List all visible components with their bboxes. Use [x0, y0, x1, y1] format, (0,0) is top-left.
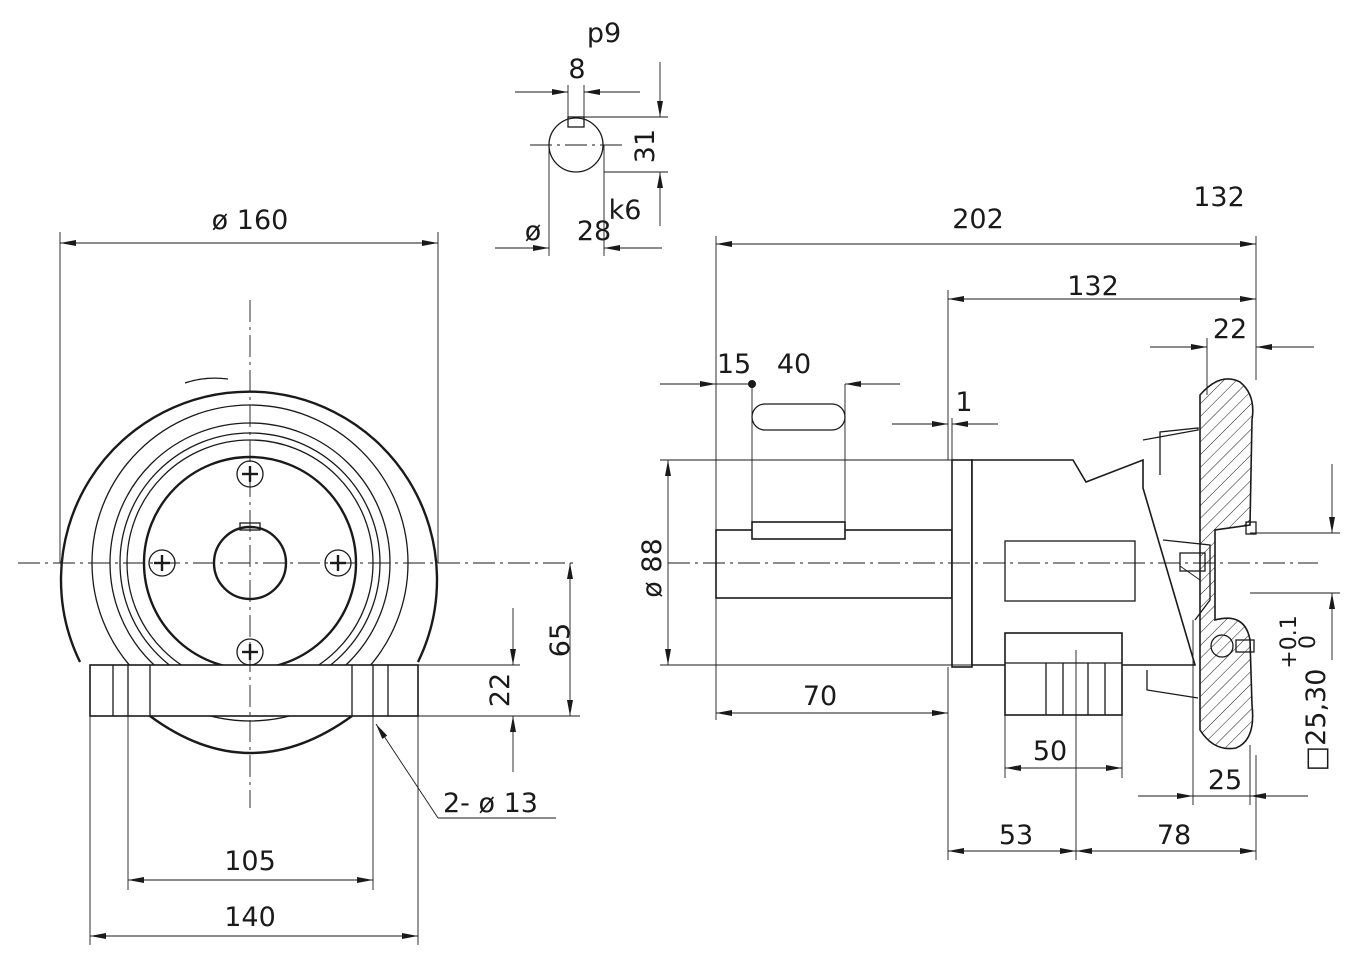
dim-105: 105 — [224, 846, 276, 877]
key-tolerance: p9 — [587, 18, 621, 49]
dim-40: 40 — [777, 349, 811, 380]
dim-25: 25 — [1208, 765, 1242, 796]
dim-15: 15 — [717, 349, 751, 380]
base-plate — [89, 664, 419, 717]
key-slot — [751, 403, 846, 431]
square-note: □25,30 — [1301, 669, 1332, 772]
dim-202: 202 — [952, 204, 1004, 235]
dim-top-right-132: 132 — [1193, 182, 1245, 213]
side-view: 132 202 132 22 15 40 1 ø 88 70 — [637, 182, 1340, 860]
key-width: 8 — [568, 54, 585, 85]
dim-origin-dot — [748, 380, 756, 388]
tol-upper: +0.1 — [1277, 615, 1302, 668]
dim-22-wheel: 22 — [1213, 314, 1247, 345]
dim-70: 70 — [803, 681, 837, 712]
handle-pin — [1210, 634, 1234, 658]
tol-lower: 0 — [1296, 635, 1321, 649]
dim-53: 53 — [999, 820, 1033, 851]
shaft-dia-symbol: ø — [525, 216, 542, 247]
housing-outline — [59, 390, 439, 663]
front-view: ø 160 65 22 2- ø 13 105 140 — [18, 205, 580, 945]
dim-22: 22 — [485, 673, 516, 707]
dim-140: 140 — [224, 902, 276, 933]
key-height: 31 — [630, 129, 661, 163]
dim-50: 50 — [1033, 736, 1067, 767]
dim-132: 132 — [1067, 271, 1119, 302]
shaft-key — [751, 521, 846, 540]
output-shaft — [715, 529, 953, 599]
dim-78: 78 — [1157, 820, 1191, 851]
shaft-detail: p9 8 31 ø 28 k6 — [495, 18, 668, 256]
shaft-dia: 28 — [577, 216, 611, 247]
dim-dia-88: ø 88 — [637, 538, 668, 597]
dim-1: 1 — [955, 387, 972, 418]
side-flange — [951, 459, 973, 668]
dim-65: 65 — [545, 623, 576, 657]
dim-dia-160: ø 160 — [212, 205, 289, 236]
holes-note: 2- ø 13 — [443, 788, 538, 819]
handwheel-section — [1199, 378, 1254, 750]
shaft-tolerance: k6 — [609, 195, 642, 226]
